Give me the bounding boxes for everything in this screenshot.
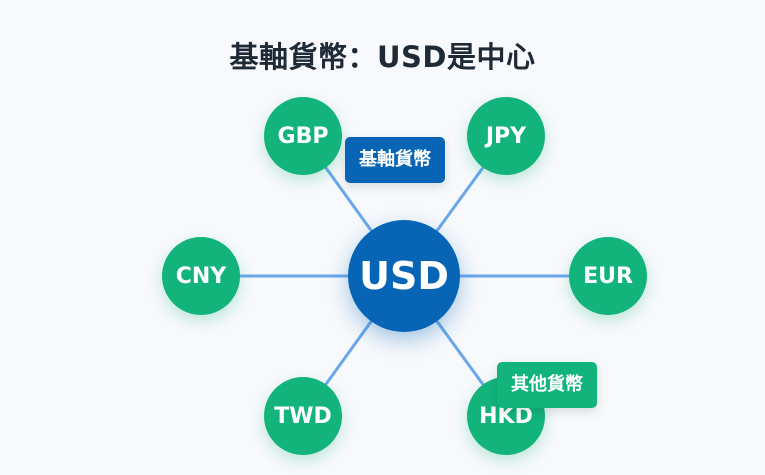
node-gbp-label: GBP bbox=[277, 123, 329, 149]
other-currency-tag: 其他貨幣 bbox=[497, 362, 597, 408]
node-usd-label: USD bbox=[359, 254, 449, 298]
diagram-title: 基軸貨幣：USD是中心 bbox=[229, 40, 536, 74]
node-jpy-label: JPY bbox=[485, 123, 527, 149]
node-usd-hub: USD bbox=[348, 220, 460, 332]
node-cny-label: CNY bbox=[175, 263, 227, 289]
node-eur: EUR bbox=[569, 237, 647, 315]
node-cny: CNY bbox=[162, 237, 240, 315]
node-jpy: JPY bbox=[467, 97, 545, 175]
node-gbp: GBP bbox=[264, 97, 342, 175]
node-eur-label: EUR bbox=[583, 263, 633, 289]
node-twd-label: TWD bbox=[274, 403, 332, 429]
node-twd: TWD bbox=[264, 377, 342, 455]
base-currency-tag: 基軸貨幣 bbox=[345, 137, 445, 183]
